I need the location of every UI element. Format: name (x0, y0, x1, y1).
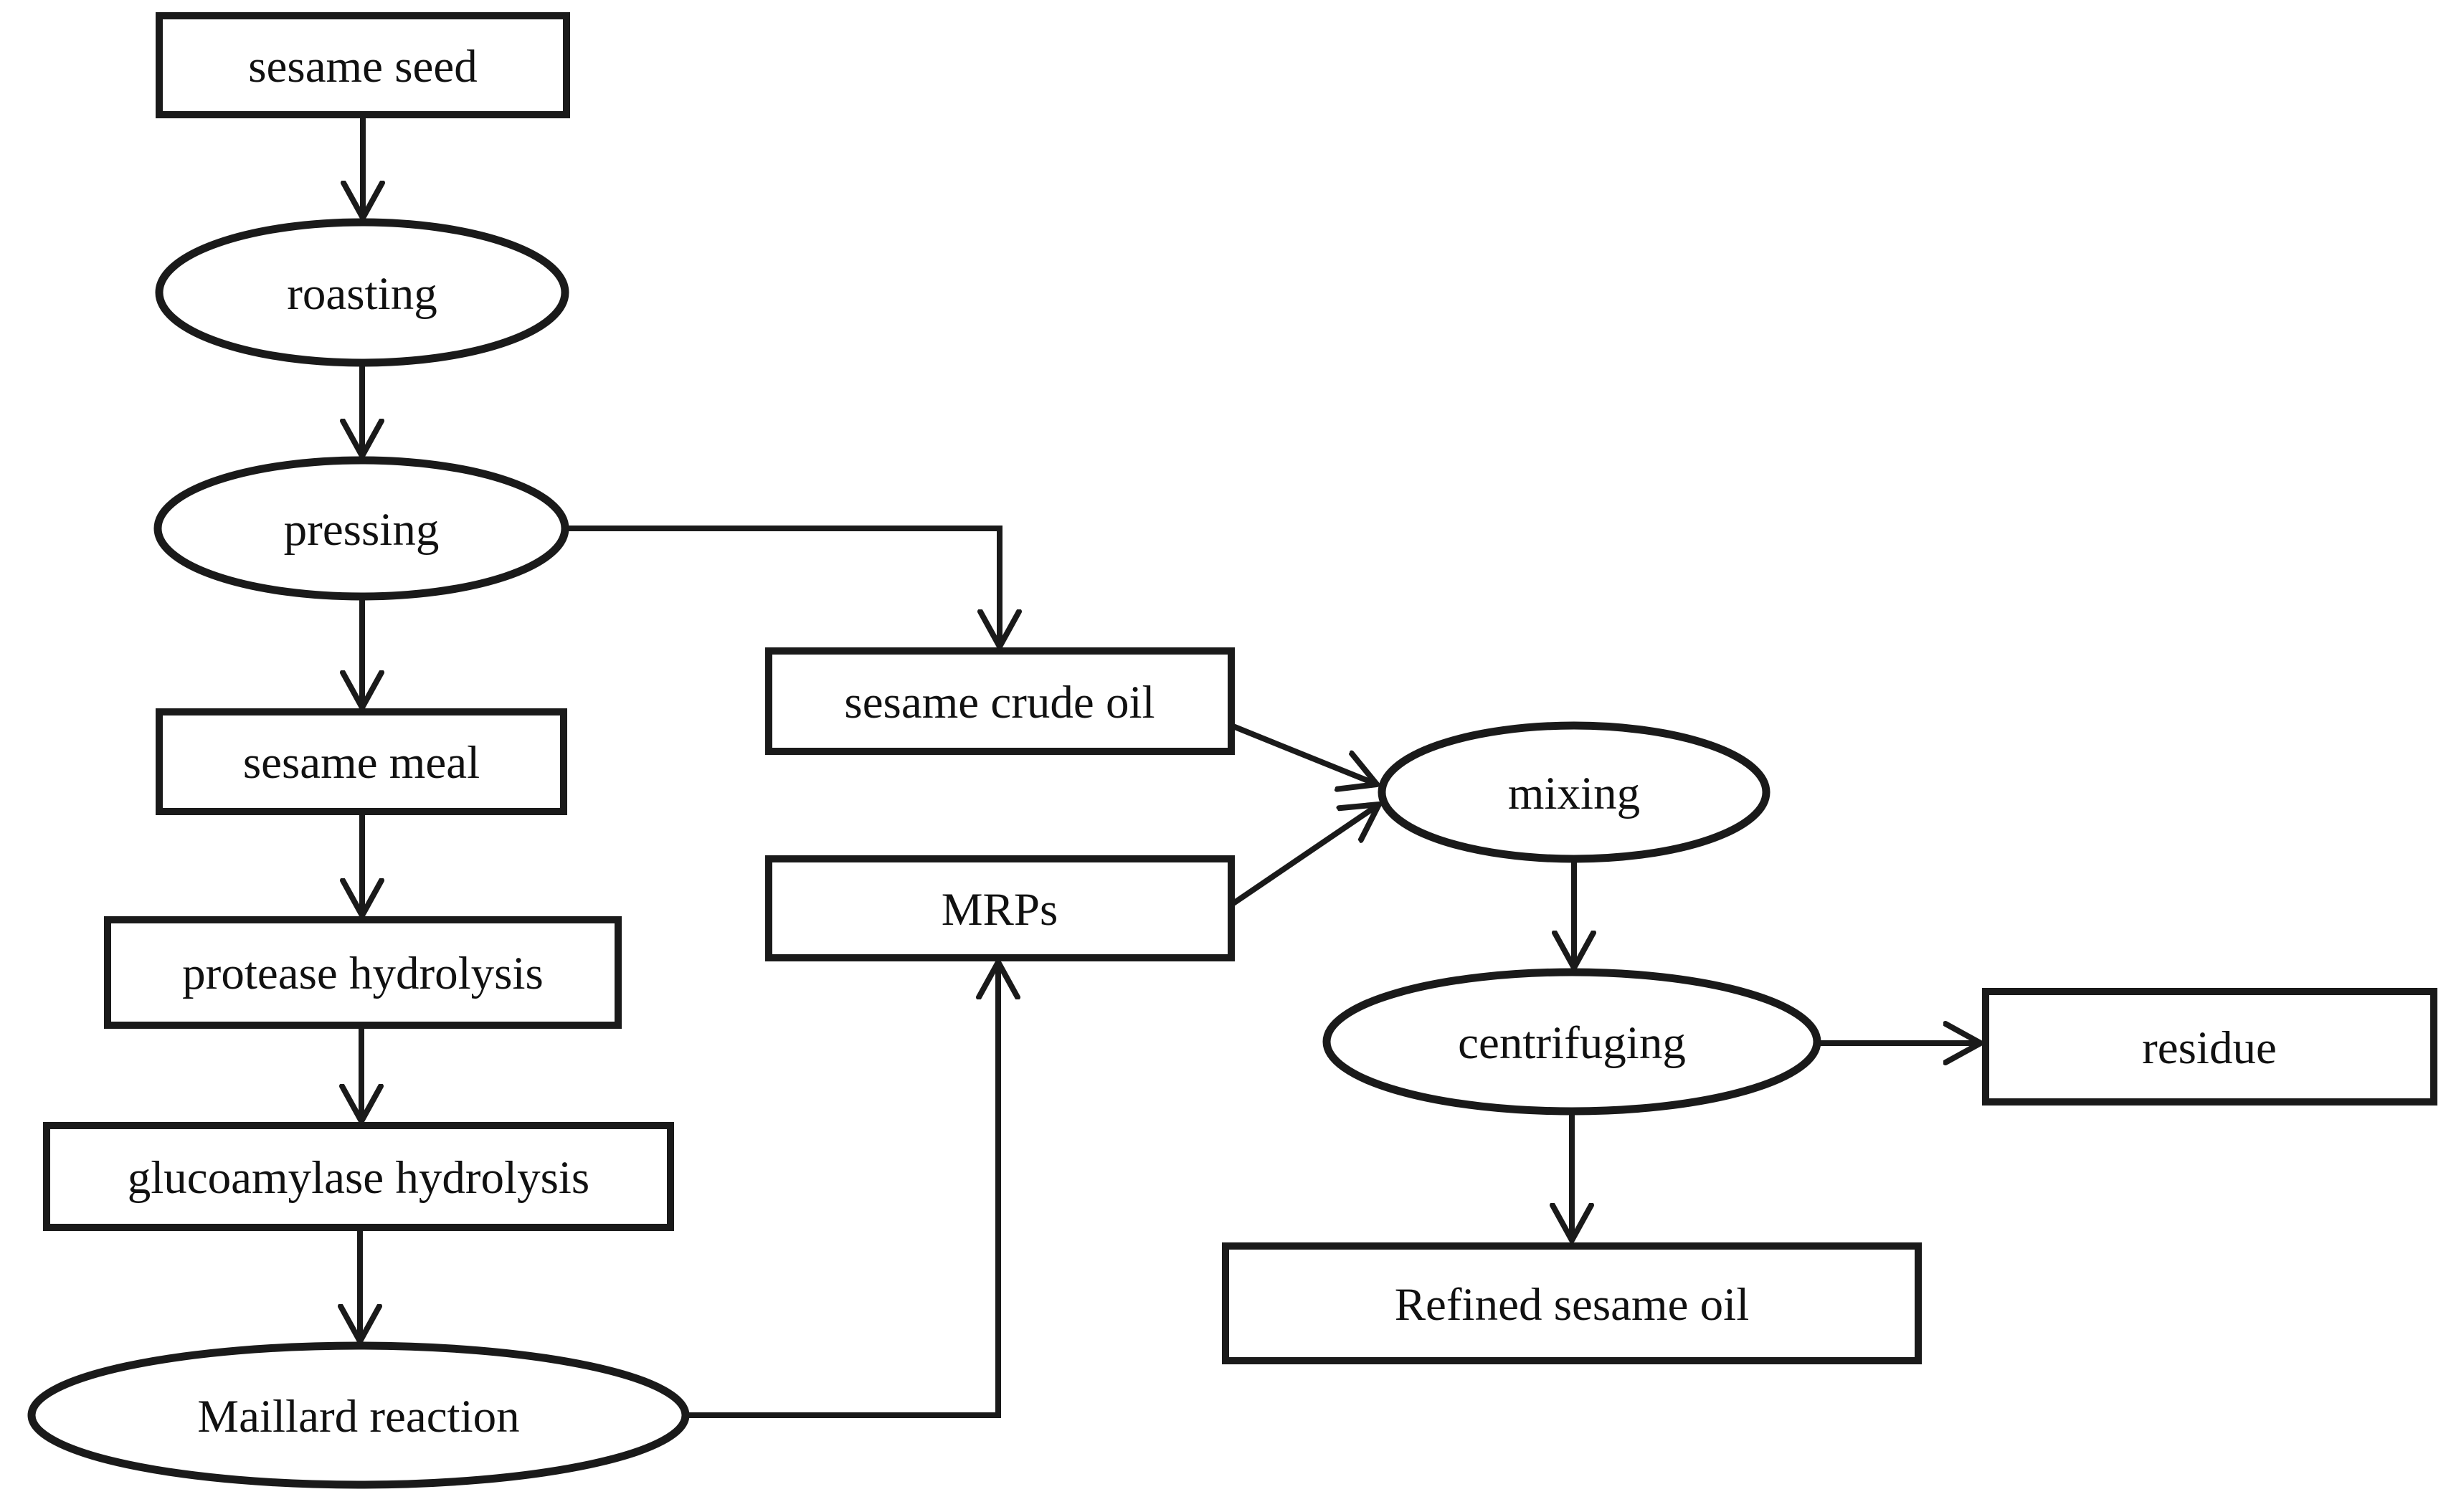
node-pressing: pressing (153, 456, 569, 601)
edge-maillard-to-mrps (686, 962, 998, 1418)
mixing-ellipse (1378, 721, 1770, 863)
mrps-box (765, 855, 1235, 961)
pressing-label: pressing (284, 504, 440, 556)
roasting-ellipse (155, 218, 569, 367)
sesame-crude-oil-box (765, 647, 1235, 755)
edge-pressing-to-sesame-crude-oil (566, 526, 1000, 647)
glucoamylase-hydrolysis-box (43, 1122, 674, 1231)
nodes: sesame seed roasting pressing sesame mea… (27, 12, 2437, 1489)
node-sesame-crude-oil: sesame crude oil (765, 647, 1235, 755)
sesame-meal-label: sesame meal (243, 737, 480, 789)
residue-label: residue (2142, 1022, 2277, 1074)
node-maillard-reaction: Maillard reaction (27, 1341, 690, 1489)
sesame-meal-box (156, 708, 567, 815)
edge-sesame-crude-oil-to-mixing (1230, 723, 1377, 784)
node-centrifuging: centrifuging (1322, 968, 1821, 1116)
maillard-reaction-label: Maillard reaction (197, 1391, 519, 1442)
protease-hydrolysis-box (104, 916, 622, 1029)
node-mixing: mixing (1378, 721, 1770, 863)
centrifuging-ellipse (1322, 968, 1821, 1116)
node-protease-hydrolysis: protease hydrolysis (104, 916, 622, 1029)
maillard-reaction-ellipse (27, 1341, 690, 1489)
node-roasting: roasting (155, 218, 569, 367)
pressing-ellipse (153, 456, 569, 601)
node-refined-sesame-oil: Refined sesame oil (1222, 1242, 1922, 1364)
mrps-label: MRPs (942, 884, 1058, 936)
refined-sesame-oil-box (1222, 1242, 1922, 1364)
residue-box (1982, 988, 2437, 1106)
node-glucoamylase-hydrolysis: glucoamylase hydrolysis (43, 1122, 674, 1231)
sesame-seed-box (156, 12, 570, 118)
glucoamylase-hydrolysis-label: glucoamylase hydrolysis (128, 1152, 589, 1204)
edges (360, 115, 1981, 1418)
edge-mrps-to-mixing (1229, 804, 1379, 908)
sesame-crude-oil-label: sesame crude oil (844, 677, 1155, 728)
node-sesame-meal: sesame meal (156, 708, 567, 815)
roasting-label: roasting (287, 268, 437, 320)
node-residue: residue (1982, 988, 2437, 1106)
node-sesame-seed: sesame seed (156, 12, 570, 118)
mixing-label: mixing (1508, 768, 1640, 819)
node-mrps: MRPs (765, 855, 1235, 961)
protease-hydrolysis-label: protease hydrolysis (182, 948, 544, 999)
refined-sesame-oil-label: Refined sesame oil (1395, 1279, 1750, 1331)
centrifuging-label: centrifuging (1458, 1017, 1686, 1069)
sesame-seed-label: sesame seed (248, 41, 477, 92)
